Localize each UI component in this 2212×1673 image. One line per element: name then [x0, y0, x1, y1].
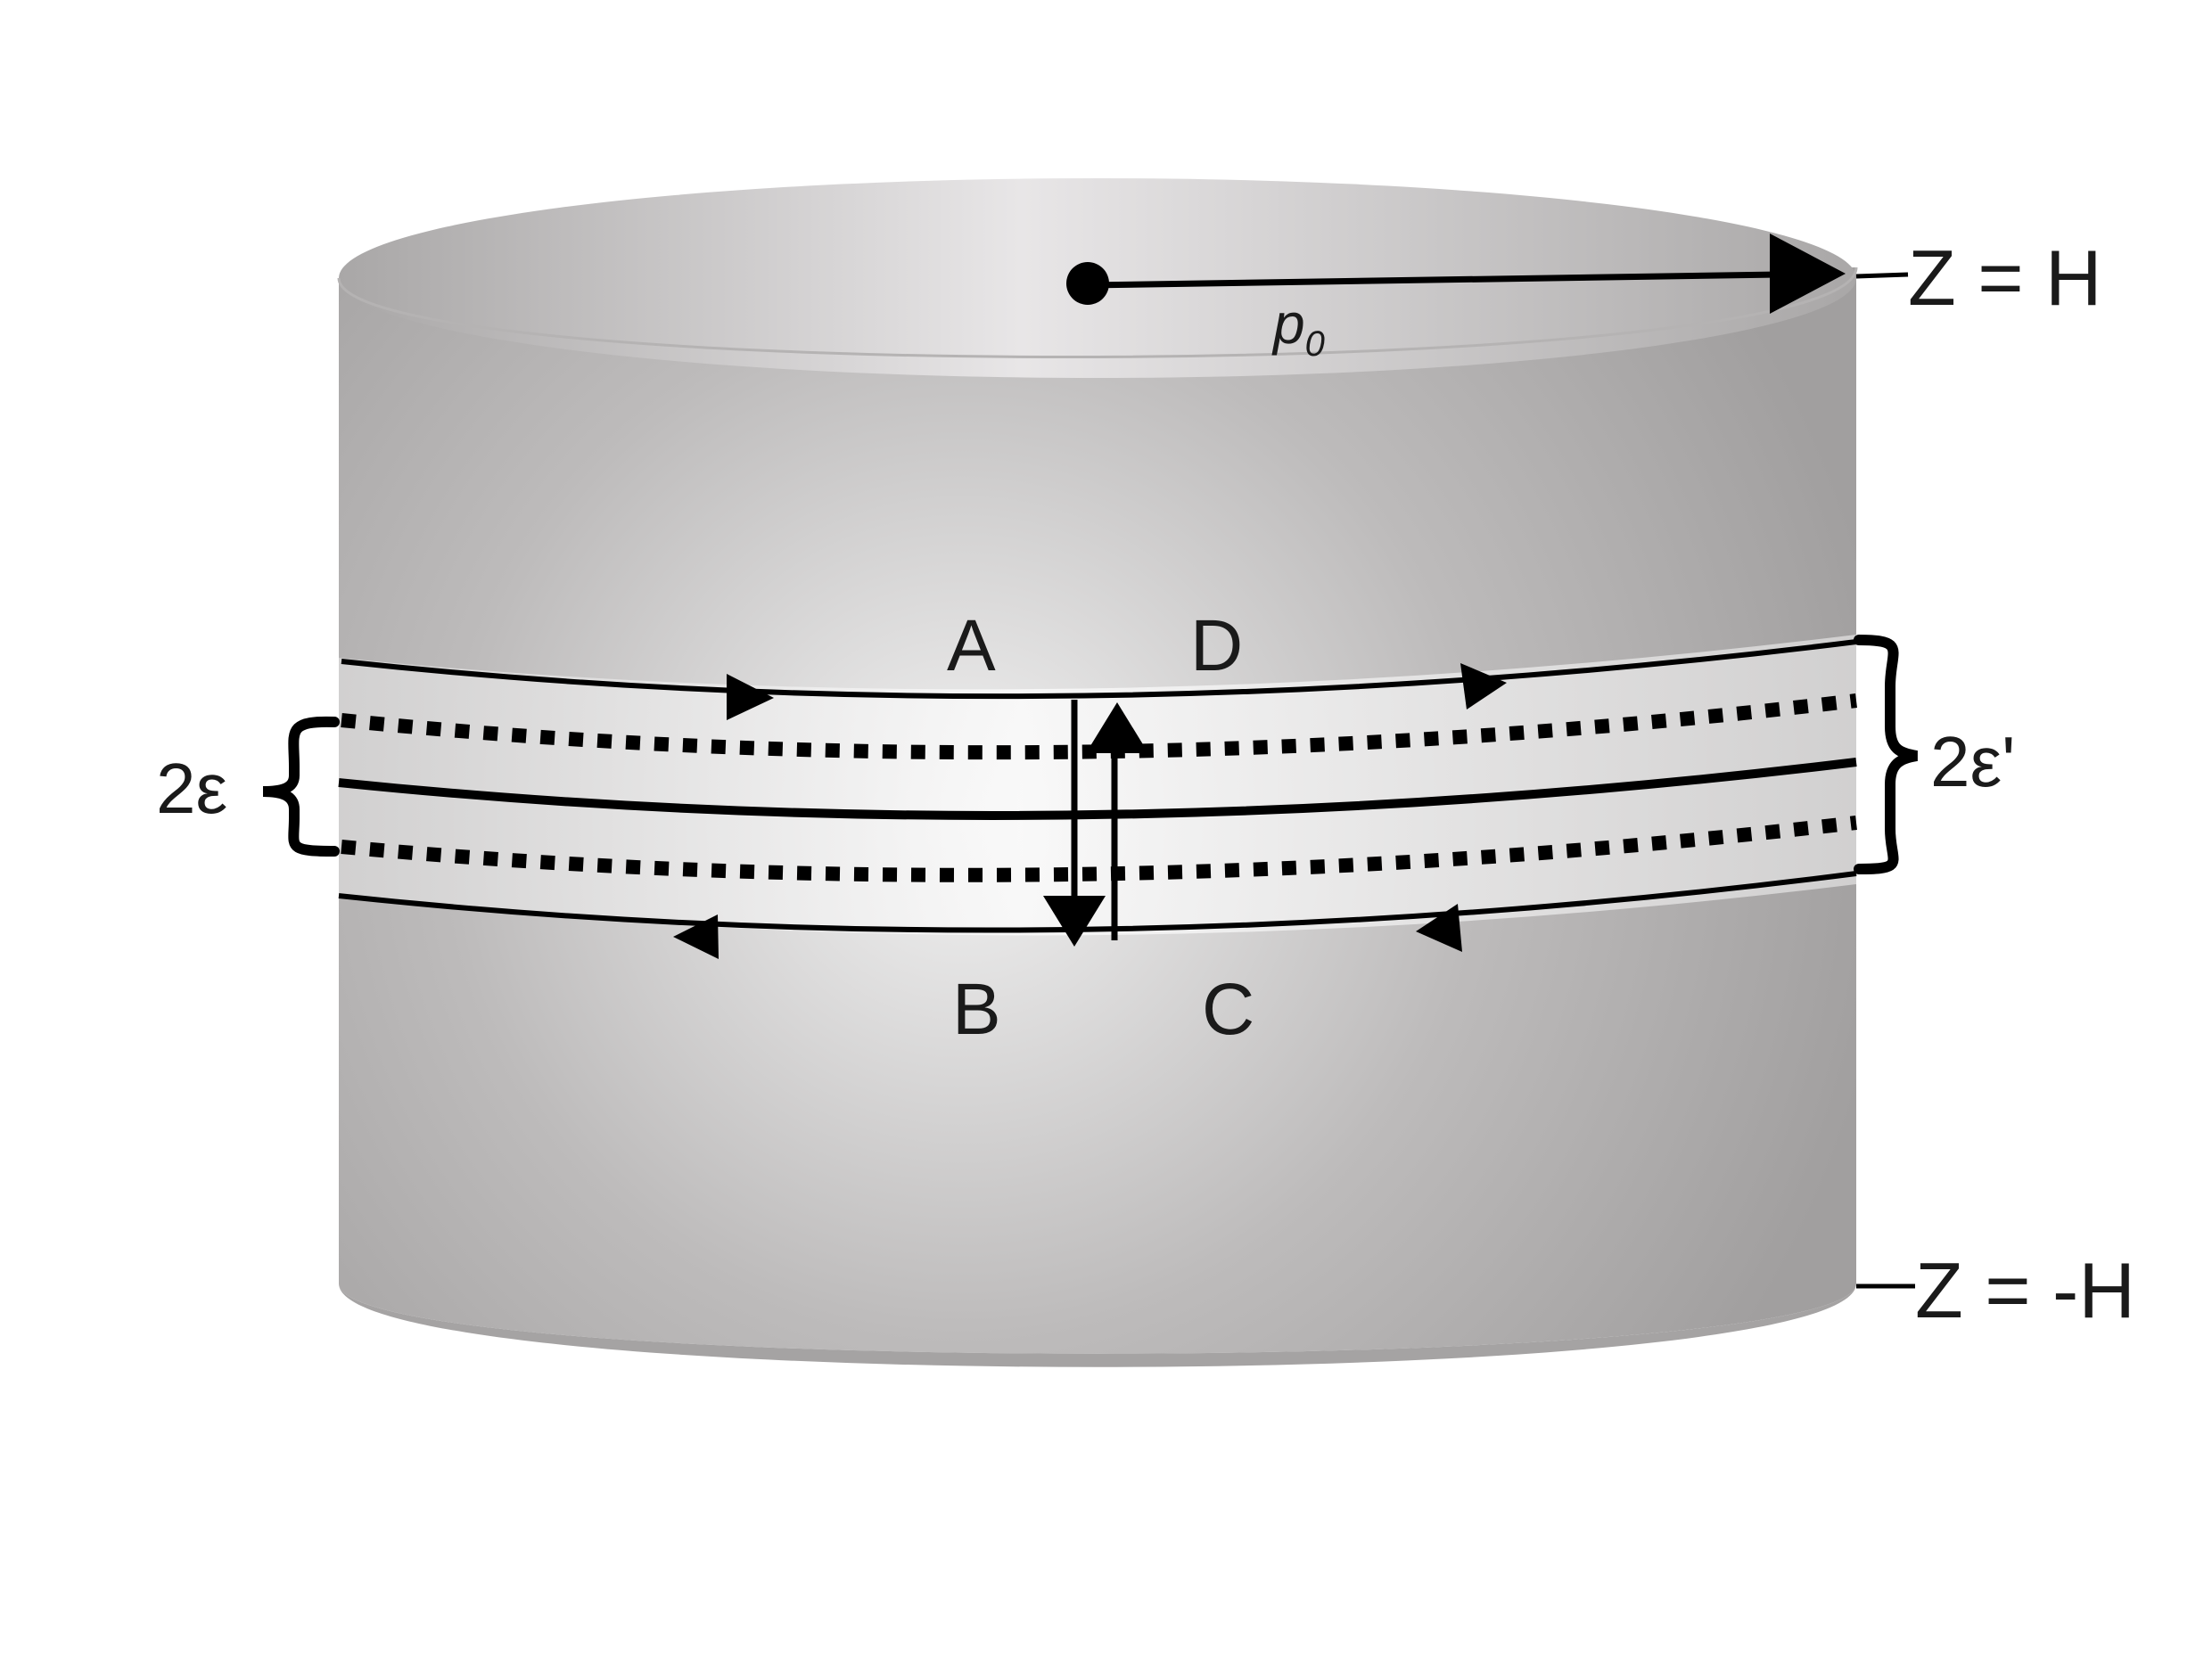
dotted-lower: [341, 816, 1857, 882]
cylinder-top-edge: [337, 267, 1858, 359]
radius-arrowhead: [1770, 234, 1846, 314]
brace-right: [1854, 635, 1919, 874]
label-z-equals-minus-h: Z = -H: [1915, 1246, 2135, 1334]
top-plane-leader: [1855, 272, 1909, 279]
dotted-upper: [341, 693, 1857, 760]
label-2epsilon: 2ε: [156, 749, 227, 828]
label-b: B: [952, 969, 1001, 1050]
label-d: D: [1190, 605, 1243, 686]
label-a: A: [947, 605, 996, 686]
arrow-upper-left: [727, 674, 774, 720]
arrow-lower-left: [673, 914, 719, 959]
brace-left: [262, 716, 340, 857]
loop-band: [339, 635, 1856, 936]
up-arrowhead: [1086, 702, 1148, 753]
contour-upper: [341, 639, 1857, 700]
label-2epsilon-prime: 2ε': [1930, 722, 2015, 801]
down-arrowhead: [1043, 896, 1106, 947]
radius-line: [1087, 271, 1780, 289]
label-c: C: [1202, 969, 1254, 1050]
vertical-arrows: [1043, 700, 1148, 947]
label-z-equals-h: Z = H: [1908, 234, 2102, 322]
interface-line: [338, 758, 1857, 820]
arrow-upper-right: [1460, 663, 1507, 709]
cylinder-bottom-rim: [339, 1283, 1856, 1367]
radius-label: p0: [1271, 291, 1325, 364]
radius-arrow: [1066, 234, 1846, 314]
arrow-lower-right: [1416, 904, 1462, 952]
